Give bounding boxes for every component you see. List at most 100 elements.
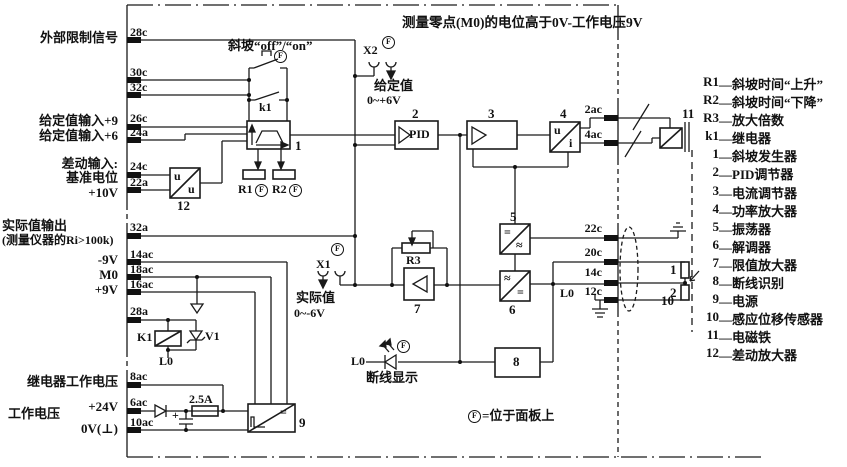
legend-item: 10—感应位移传感器 (706, 309, 824, 328)
transducer-coil-2 (680, 284, 690, 301)
legend-item: 11—电磁铁 (706, 327, 772, 346)
label-actual: 实际值 (296, 290, 336, 305)
diagram-title: 测量零点(M0)的电位高于0V-工作电压9V (402, 15, 643, 30)
label-v1: V1 (205, 329, 220, 343)
legend-item: 1—斜坡发生器 (712, 146, 798, 165)
label-setpoint-range: 0~+6V (367, 93, 401, 107)
junction-dots (166, 74, 687, 432)
panel-f-icon: F (274, 50, 287, 63)
legend: R1—斜坡时间“上升” R2—斜坡时间“下降” R3—放大倍数 k1—继电器 1… (694, 74, 846, 364)
block-power-supply (247, 403, 296, 433)
legend-item: 2—PID调节器 (712, 164, 794, 183)
label-block-9: 9 (299, 415, 306, 430)
ac-glyph: ≈ (504, 271, 511, 285)
label-block-5: 5 (510, 209, 517, 224)
pin-20c: 20c (584, 245, 602, 259)
block-demodulator (499, 270, 531, 302)
dc-glyph: = (504, 225, 511, 239)
label-block-12: 12 (177, 198, 190, 213)
relay-coil-k1 (154, 330, 182, 347)
legend-item: R3—放大倍数 (703, 110, 785, 129)
block-power-amplifier (549, 121, 581, 153)
pid-triangle (398, 125, 412, 145)
label-block-3: 3 (488, 106, 495, 121)
u-glyph: u (188, 182, 195, 196)
block-limit-amplifier (403, 267, 435, 301)
pot-r2 (272, 169, 296, 180)
pin-14c: 14c (584, 265, 602, 279)
pin-26c: 26c (130, 111, 148, 125)
ramp-icon (251, 130, 284, 146)
r3-wiper-arrow (408, 237, 416, 247)
pin-28a: 28a (130, 304, 148, 318)
fuse (191, 405, 219, 417)
legend-item: 8—断线识别 (712, 273, 785, 292)
label-0v: 0V(⊥) (80, 421, 118, 436)
panel-f-icon: F (331, 243, 344, 256)
panel-f-icon: F (255, 184, 268, 197)
block-current-regulator (466, 120, 518, 150)
pin-22a: 22a (130, 175, 148, 189)
pin-32c: 32c (130, 80, 148, 94)
pin-6ac: 6ac (130, 395, 148, 409)
label-x1: X1 (316, 257, 331, 271)
label-setpoint-input-9: 给定值输入+9 (39, 113, 118, 128)
pin-24a: 24a (130, 125, 148, 139)
transducer-coil-1 (680, 261, 690, 279)
module-frame (126, 4, 765, 458)
label-reference-potential: 基准电位 (65, 170, 118, 185)
label-l0-12c: L0 (560, 286, 575, 300)
panel-f-icon: F (289, 184, 302, 197)
pid-text: PID (409, 127, 430, 141)
label-setpoint: 给定值 (374, 78, 414, 93)
i-glyph: i (569, 136, 573, 150)
legend-item: k1—继电器 (705, 128, 772, 147)
block-symbols (154, 70, 488, 428)
panel-f-icon: F (397, 340, 410, 353)
label-meter-impedance: (测量仪器的Ri>100k) (2, 233, 114, 247)
label-l0-relay: L0 (159, 354, 174, 368)
pot-r1 (242, 169, 266, 180)
label-r1: R1 (238, 182, 253, 196)
legend-item: 4—功率放大器 (712, 200, 798, 219)
label-m0: M0 (99, 267, 118, 282)
label-actual-output: 实际值输出 (2, 218, 68, 233)
label-block-8: 8 (513, 354, 520, 369)
ac-glyph: ≈ (516, 238, 523, 252)
pin-18ac: 18ac (130, 262, 154, 276)
amp3-triangle (471, 125, 488, 146)
label-r2: R2 (272, 182, 287, 196)
block-oscillator (499, 223, 531, 255)
label-block-1: 1 (295, 138, 302, 153)
pin-12c: 12c (584, 284, 602, 298)
legend-item: R1—斜坡时间“上升” (703, 74, 824, 92)
terminal-pads (127, 37, 618, 433)
legend-item: 9—电源 (712, 291, 759, 310)
dc-glyph: = (517, 285, 524, 299)
pin-2ac: 2ac (584, 102, 602, 116)
legend-item: 12—差动放大器 (706, 345, 798, 364)
legend-item: R2—斜坡时间“下降” (703, 92, 824, 111)
pot-r3 (401, 242, 431, 254)
label-plus9v: +9V (94, 282, 118, 297)
pin-22c: 22c (584, 221, 602, 235)
label-setpoint-input-6: 给定值输入+6 (39, 128, 118, 143)
label-actual-range: 0~-6V (294, 306, 325, 320)
label-block-2: 2 (412, 106, 419, 121)
label-r3: R3 (406, 253, 421, 267)
label-cap-plus: + (172, 408, 179, 422)
led (383, 353, 397, 371)
label-relay-k1: K1 (137, 330, 153, 344)
legend-item: 5—振荡器 (712, 218, 772, 237)
label-panel-note: =位于面板上 (482, 408, 555, 423)
label-block-11: 11 (682, 106, 695, 121)
amp7-triangle (411, 274, 428, 294)
panel-f-icon: F (468, 410, 481, 423)
label-plus24v: +24V (88, 399, 118, 414)
label-block-7: 7 (414, 301, 421, 316)
legend-item: 3—电流调节器 (712, 182, 798, 201)
label-minus9v: -9V (97, 252, 118, 267)
label-block-10: 10 (661, 293, 674, 308)
label-block-6: 6 (509, 302, 516, 317)
